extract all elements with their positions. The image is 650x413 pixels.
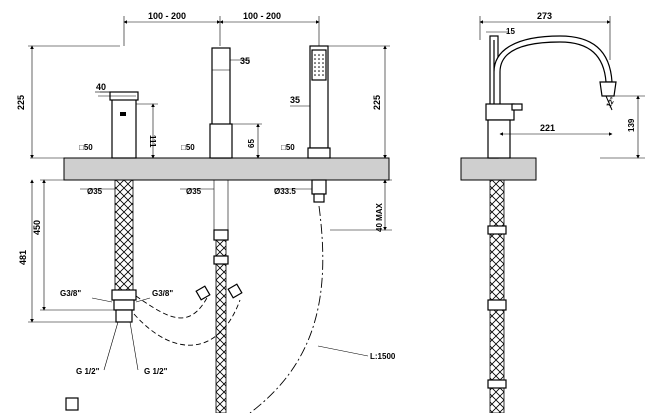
deck-front [63,157,390,181]
spout-front: 35 65 □50 [181,47,262,159]
thread-g12-left: G 1/2" [76,367,100,376]
dim-right-height: 139 [627,118,636,132]
dim-40-max: 40 MAX [375,202,384,232]
hand-shower: 35 □50 [281,45,331,159]
dim-handle-height: 40 [96,82,106,92]
deck-side [460,157,537,181]
dim-inner-height: 65 [247,139,256,148]
dim-top-width: 273 [537,11,552,21]
dim-dia-left: Ø35 [87,187,103,196]
pipes-right: Ø33.5 L:1500 40 MAX [249,179,396,413]
dim-height-right: 225 [372,95,382,110]
dim-reach: 221 [540,123,555,133]
thread-g38-left: G3/8" [60,289,81,298]
dim-square-left: □50 [79,143,93,152]
fitting-icon [65,397,79,411]
dim-square-mid: □50 [181,143,195,152]
dim-dia-mid: Ø35 [186,187,202,196]
thread-g12-right: G 1/2" [144,367,168,376]
dim-spout-width: 35 [240,56,250,66]
pipes-center: Ø35 [180,180,229,413]
dim-450: 450 [32,220,42,235]
dim-spout-offset: 15 [506,27,515,36]
dim-hand-shower-width: 35 [290,95,300,105]
dim-481: 481 [18,250,28,265]
top-dimensions: 100 - 200 100 - 200 225 225 [16,11,390,159]
dim-hose-length: L:1500 [370,352,396,361]
mixer-handle: 40 111 □50 [79,82,158,159]
dim-spacing-left: 100 - 200 [148,11,186,21]
dim-square-right: □50 [281,143,295,152]
side-view: 273 15 12° 221 139 [479,11,645,413]
dim-dia-right: Ø33.5 [274,187,296,196]
dim-height-left: 225 [16,95,26,110]
dim-spacing-right: 100 - 200 [243,11,281,21]
pipes-left: Ø35 481 450 G3/8" G3/8" G 1/2" G 1/2" [18,157,243,376]
thread-g38-right: G3/8" [152,289,173,298]
dim-lever-height: 111 [148,135,157,148]
